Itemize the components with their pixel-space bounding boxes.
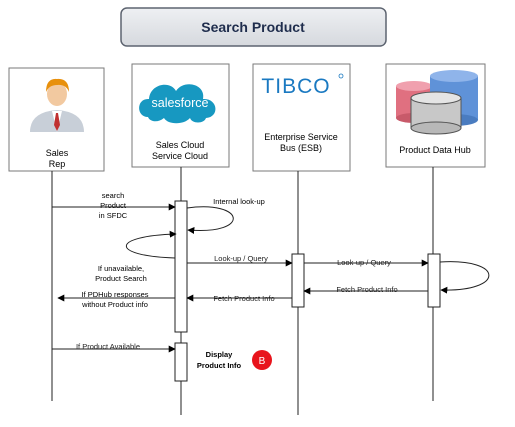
message-label: If PDHub responses [81, 290, 148, 299]
message-label: Internal look-up [213, 197, 265, 206]
message-label: Product [100, 201, 127, 210]
message-lookup-query-1: Look-up / Query [187, 254, 293, 267]
message-if-unavailable: If unavailable, Product Search [95, 230, 177, 283]
message-search: search Product in SFDC [52, 191, 176, 220]
activation-bar-esb [291, 253, 305, 308]
message-label: Look-up / Query [214, 254, 268, 263]
participant-label-line: Sales [46, 148, 69, 158]
message-label: search [102, 191, 125, 200]
message-label: Display [206, 350, 234, 359]
salesforce-logo-text: salesforce [152, 96, 209, 110]
message-fetch-info-2: Fetch Product Info [303, 285, 428, 295]
message-label: If Product Available [76, 342, 140, 351]
participant-esb: TIBCO Enterprise Service Bus (ESB) [252, 63, 351, 172]
message-if-available: If Product Available [52, 342, 176, 353]
participant-label-line: Sales Cloud [156, 140, 205, 150]
tibco-logo: TIBCO [261, 73, 344, 98]
participant-label-line: Enterprise Service [264, 132, 338, 142]
message-fetch-info-1: Fetch Product Info [186, 294, 292, 303]
participant-label-line: Bus (ESB) [280, 143, 322, 153]
message-label: without Product info [81, 300, 148, 309]
message-label: Fetch Product Info [336, 285, 397, 294]
participant-product-data-hub: Product Data Hub [385, 63, 486, 168]
message-label: If unavailable, [98, 264, 144, 273]
salesforce-logo: salesforce [139, 84, 216, 124]
message-label: Product Search [95, 274, 147, 283]
participant-label-line: Rep [49, 159, 66, 169]
participant-label-line: Product Data Hub [399, 145, 471, 155]
tibco-logo-text: TIBCO [261, 75, 330, 98]
message-label: Look-up / Query [337, 258, 391, 267]
step-badge-label: B [259, 356, 266, 367]
person-icon [30, 78, 84, 132]
participant-label-line: Service Cloud [152, 151, 208, 161]
message-label: in SFDC [99, 211, 128, 220]
message-label: Product Info [197, 361, 242, 370]
title-box: Search Product [120, 7, 387, 47]
message-pdh-self [439, 261, 490, 294]
message-internal-lookup: Internal look-up [186, 197, 265, 234]
participant-sales-rep: Sales Rep [8, 67, 105, 172]
database-icon [396, 70, 478, 135]
participant-sales-cloud: salesforce Sales Cloud Service Cloud [131, 63, 230, 168]
activation-bar-sfdc-display [174, 342, 188, 382]
activation-bar-sfdc [174, 200, 188, 333]
message-pdhub-response: If PDHub responses without Product info [57, 290, 175, 309]
activation-bar-pdh [427, 253, 441, 308]
message-lookup-query-2: Look-up / Query [304, 258, 429, 267]
step-badge: B [252, 350, 272, 370]
diagram-title: Search Product [201, 19, 305, 35]
message-label: Fetch Product Info [213, 294, 274, 303]
display-product-info-label: Display Product Info [197, 350, 242, 370]
